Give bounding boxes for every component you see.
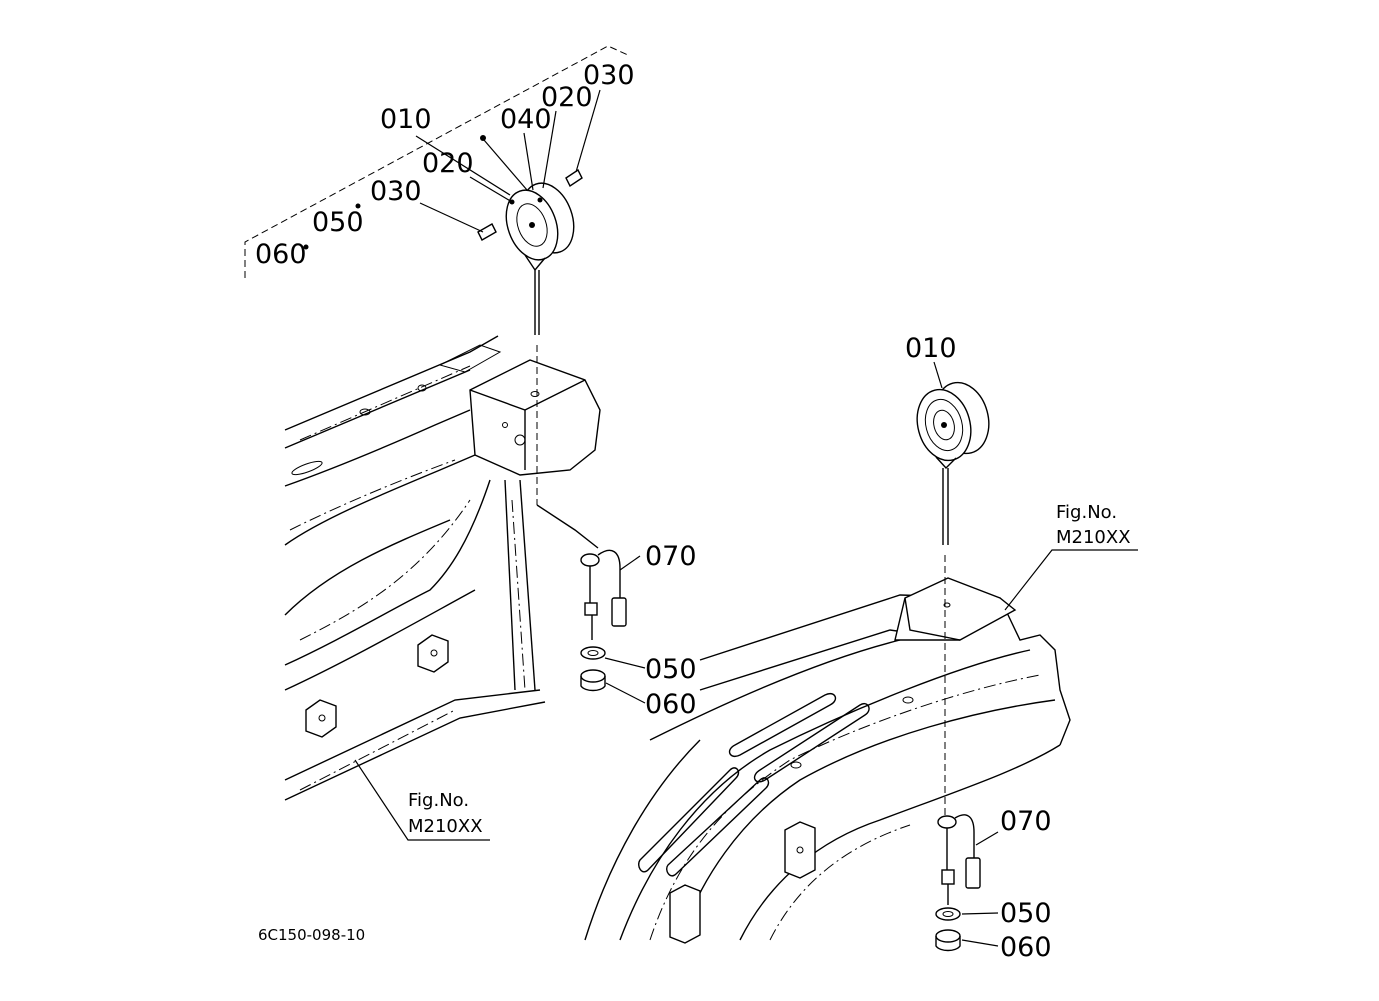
callout-050: 050: [312, 207, 364, 238]
right-mounting-plate: [894, 577, 1017, 641]
right-harness-connector-070: [937, 814, 981, 905]
callout-070: 070: [1000, 806, 1052, 837]
left-beacon-lamp-010: [505, 182, 575, 335]
fig-ref-number: M210XX: [1056, 527, 1131, 548]
left-frame-tabs: [305, 634, 449, 738]
fig-ref-number: M210XX: [408, 816, 483, 837]
callout-010: 010: [905, 333, 957, 364]
callout-040: 040: [500, 104, 552, 135]
callout-060: 060: [1000, 932, 1052, 963]
right-frame-tabs: [669, 821, 816, 944]
fig-ref-label: Fig.No.: [408, 790, 469, 811]
callout-070: 070: [645, 541, 697, 572]
right-view: 010 070 050 060 Fig.No. M210XX: [584, 333, 1138, 963]
callout-030: 030: [583, 60, 635, 91]
callout-060: 060: [645, 689, 697, 720]
callout-030: 030: [370, 176, 422, 207]
left-harness: [536, 504, 599, 549]
right-lock-washer-050: [935, 907, 961, 921]
screw-030-front: [477, 223, 497, 241]
left-view: 010 020 040 020 030 030 050 060 070 050 …: [244, 45, 697, 841]
right-leaders: [933, 361, 1138, 947]
right-fender: [584, 594, 1071, 941]
left-fender-frame: [284, 335, 546, 801]
diagram-code: 6C150-098-10: [258, 926, 365, 944]
screw-030-back: [565, 168, 583, 188]
callout-060: 060: [255, 239, 307, 270]
left-leaders: [303, 89, 646, 841]
left-mounting-bracket: [438, 344, 601, 476]
callout-050: 050: [1000, 898, 1052, 929]
callout-010: 010: [380, 104, 432, 135]
callout-020: 020: [422, 148, 474, 179]
fig-ref-label: Fig.No.: [1056, 502, 1117, 523]
left-nut-060: [580, 669, 606, 692]
right-beacon-lamp-010: [916, 381, 990, 545]
left-lock-washer-050: [580, 646, 606, 660]
callout-020: 020: [541, 82, 593, 113]
assembly-group-bracket: [244, 45, 629, 278]
left-harness-connector-070: [580, 549, 627, 640]
right-nut-060: [935, 929, 961, 952]
callout-050: 050: [645, 654, 697, 685]
